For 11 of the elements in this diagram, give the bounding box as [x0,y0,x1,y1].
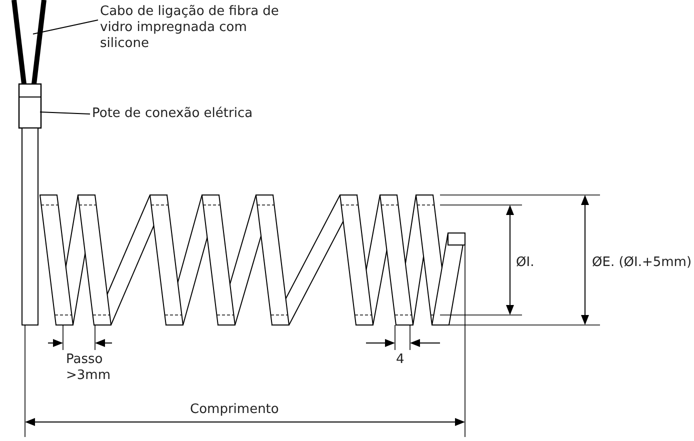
dimension-label: Passo >3mm [66,352,112,384]
dimension-label: ØI. [516,255,536,271]
connector-pot-drawing [18,83,42,129]
dimension-label: 4 [396,352,406,368]
cable-drawing [12,0,46,84]
callout-text: Pote de conexão elétrica [92,106,282,122]
dimension-label: ØE. (ØI.+5mm) [592,255,693,271]
leader-line [32,20,98,34]
callout-text: Cabo de ligação de fibra de vidro impregnada com silicone [100,4,290,52]
leader-line [40,112,90,114]
dimension-label: Comprimento [190,402,280,418]
